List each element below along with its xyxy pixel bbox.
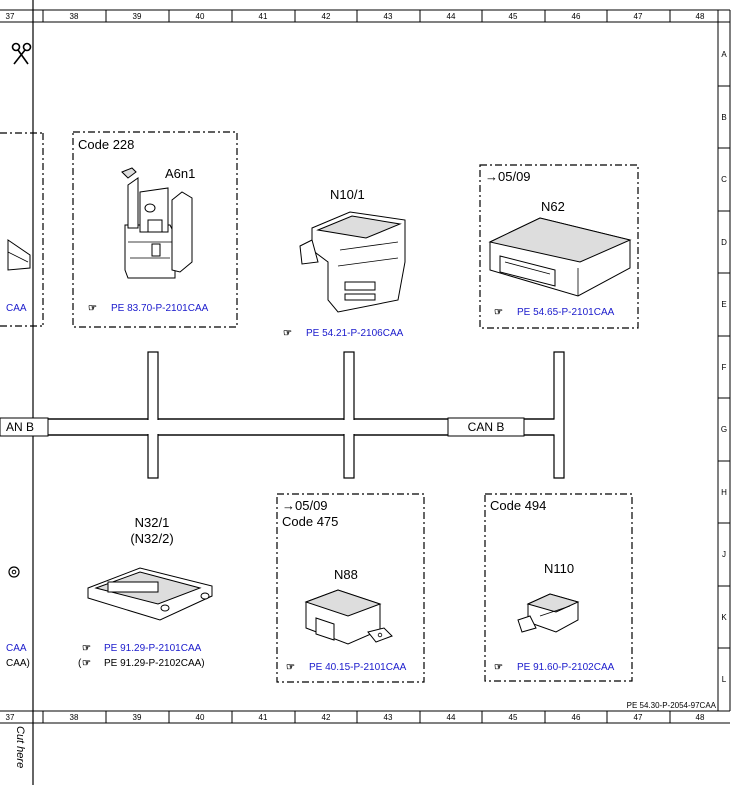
left-fragment-box: CAA (0, 132, 44, 327)
row-label: A (721, 50, 727, 59)
n110-part-drawing (517, 593, 580, 633)
n10-1-part-drawing (299, 211, 406, 313)
reference-alt-paren: ( (78, 658, 82, 669)
svg-text:AN B: AN B (6, 420, 34, 434)
cut-here-label: Cut here (14, 726, 26, 768)
component-n10-1: N10/1 ☞ PE 54.21-P-2106CAA (283, 187, 406, 339)
component-name: A6n1 (165, 166, 195, 181)
can-b-label-left: AN B (0, 417, 49, 437)
reference-link: PE 54.21-P-2106CAA (306, 328, 404, 339)
col-label: 47 (634, 713, 643, 722)
component-name: N110 (544, 561, 574, 576)
row-label: C (721, 175, 727, 184)
col-label: 39 (133, 713, 142, 722)
row-ticks (718, 85, 730, 649)
col-label: 43 (384, 713, 393, 722)
col-label: 45 (509, 12, 518, 21)
svg-text:CAN B: CAN B (468, 420, 505, 434)
reference-icon: ☞ (494, 662, 503, 673)
code-label: Code 228 (78, 137, 134, 152)
reference-link: PE 91.29-P-2101CAA (104, 643, 202, 654)
col-label: 40 (196, 713, 205, 722)
col-label: 39 (133, 12, 142, 21)
component-name: N32/1 (135, 515, 170, 530)
component-name: N88 (334, 567, 358, 582)
column-labels-top: 37 38 39 40 41 42 43 44 45 46 47 48 (6, 12, 705, 21)
reference-icon: ☞ (82, 643, 91, 654)
row-label: E (721, 300, 726, 309)
column-ticks (42, 10, 671, 723)
column-labels-bottom: 37 38 39 40 41 42 43 44 45 46 47 48 (6, 713, 705, 722)
frame (0, 0, 731, 785)
n88-part-drawing (304, 589, 393, 645)
reference-icon: ☞ (88, 303, 97, 314)
reference-link: PE 83.70-P-2101CAA (111, 303, 209, 314)
note-label: →05/09 (485, 169, 531, 184)
col-label: 41 (259, 12, 268, 21)
col-label: 44 (447, 12, 456, 21)
component-n110: Code 494 N110 ☞ PE 91.60-P-2102CAA (484, 493, 633, 682)
component-n32-1: N32/1 (N32/2) ☞ PE 91.29-P-2101CAA ( ☞ P… (78, 515, 213, 669)
reference-icon: ☞ (286, 662, 295, 673)
left-fragment-ref: CAA (6, 303, 27, 314)
col-label: 48 (696, 713, 705, 722)
reference-link: PE 54.65-P-2101CAA (517, 307, 615, 318)
col-label: 37 (6, 12, 15, 21)
reference-link: PE 91.60-P-2102CAA (517, 662, 615, 673)
code-label: Code 475 (282, 514, 338, 529)
sheet-reference: PE 54.30-P-2054-97CAA (627, 701, 717, 710)
col-label: 40 (196, 12, 205, 21)
col-label: 46 (572, 12, 581, 21)
scissors-icon (11, 42, 32, 65)
col-label: 46 (572, 713, 581, 722)
component-name-alt: (N32/2) (130, 531, 173, 546)
n62-part-drawing (488, 217, 632, 297)
row-label: L (722, 675, 727, 684)
row-label: B (721, 113, 726, 122)
col-label: 37 (6, 713, 15, 722)
col-label: 45 (509, 713, 518, 722)
row-labels: A B C D E F G H J K L (721, 50, 727, 684)
left-fragment-ref: CAA (6, 643, 27, 654)
col-label: 42 (322, 713, 331, 722)
col-label: 43 (384, 12, 393, 21)
row-label: K (721, 613, 727, 622)
component-name: N62 (541, 199, 565, 214)
note-label: →05/09 (282, 498, 328, 513)
col-label: 48 (696, 12, 705, 21)
row-label: J (722, 550, 726, 559)
a6n1-part-drawing (121, 167, 193, 279)
row-label: H (721, 488, 727, 497)
row-label: G (721, 425, 727, 434)
col-label: 42 (322, 12, 331, 21)
can-bus-network (0, 351, 565, 479)
component-n88: →05/09 Code 475 N88 ☞ PE 40.15-P-2101CAA (276, 493, 425, 683)
row-label: F (722, 363, 727, 372)
reference-link: PE 40.15-P-2101CAA (309, 662, 407, 673)
col-label: 41 (259, 713, 268, 722)
left-fragment-ref: CAA) (6, 658, 30, 669)
col-label: 47 (634, 12, 643, 21)
col-label: 44 (447, 713, 456, 722)
can-b-label-right: CAN B (447, 417, 525, 437)
n32-1-part-drawing (87, 567, 213, 621)
col-label: 38 (70, 12, 79, 21)
col-label: 38 (70, 713, 79, 722)
reference-icon: ☞ (494, 307, 503, 318)
reference-icon: ☞ (82, 658, 91, 669)
reference-link-alt: PE 91.29-P-2102CAA) (104, 658, 205, 669)
component-name: N10/1 (330, 187, 365, 202)
reference-icon: ☞ (283, 328, 292, 339)
component-a6n1: Code 228 A6n1 ☞ PE 83.70-P-2101CAA (72, 131, 238, 328)
code-label: Code 494 (490, 498, 546, 513)
left-fragment-lower: CAA CAA) (6, 566, 30, 669)
component-n62: →05/09 N62 ☞ PE 54.65-P-2101CAA (479, 164, 639, 329)
row-label: D (721, 238, 727, 247)
